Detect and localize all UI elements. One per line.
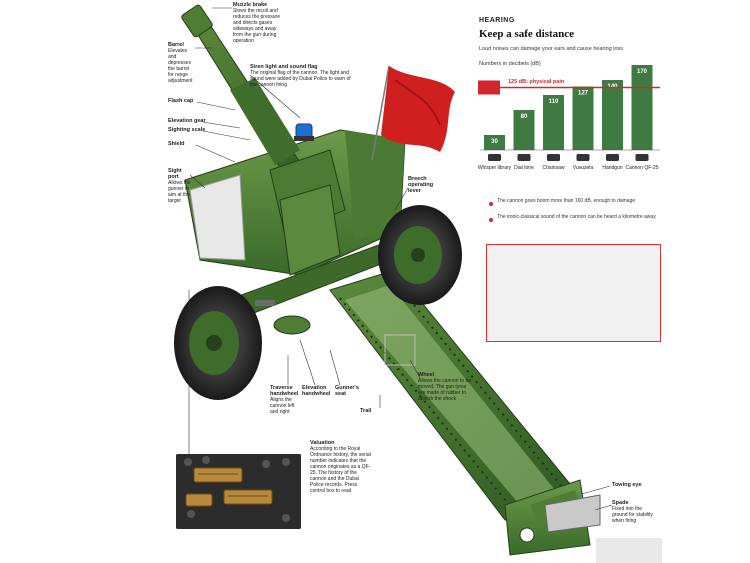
- callout-breech: Breech operating lever: [408, 176, 434, 194]
- pain-threshold-label: 125 dB: physical pain: [508, 78, 565, 85]
- gunner-seat: [273, 315, 311, 335]
- callout-sighting-scale: Sighting scale: [168, 127, 206, 133]
- spade: [544, 494, 601, 533]
- hearing-subtitle: Loud noises can damage your ears and cau…: [479, 46, 624, 52]
- red-flag: [371, 65, 455, 161]
- hearing-note-2: The ironic-classical sound of the cannon…: [497, 214, 656, 220]
- callout-elevation-gear: Elevation gear: [168, 118, 206, 124]
- empty-info-panel: [486, 244, 661, 342]
- siren-light: [294, 123, 314, 141]
- serial-plates-photo: [176, 454, 301, 529]
- brass-plates-image: [176, 454, 301, 529]
- callout-trail: Trail: [360, 408, 372, 414]
- bottom-grey-panel: [596, 538, 662, 563]
- callout-flash-cap: Flash cap: [168, 98, 194, 104]
- hearing-note-1: The cannon goes boom more than 160 dB, e…: [497, 198, 636, 204]
- gun-barrel: [181, 4, 319, 201]
- callout-gunner-seat: Gunner's seat: [335, 385, 359, 397]
- hearing-unit: Numbers in decibels (dB): [479, 61, 541, 67]
- right-wheel: [378, 205, 462, 305]
- wireframe-sketch: [384, 334, 416, 366]
- left-wheel: [174, 286, 262, 400]
- hearing-kicker: HEARING: [479, 17, 515, 24]
- hearing-title: Keep a safe distance: [479, 28, 575, 40]
- callout-leaders: [188, 7, 613, 511]
- callout-elevation-handwheel: Elevation handwheel: [302, 385, 331, 397]
- callout-towing-eye: Towing eye: [612, 482, 642, 488]
- callout-shield: Shield: [168, 141, 185, 147]
